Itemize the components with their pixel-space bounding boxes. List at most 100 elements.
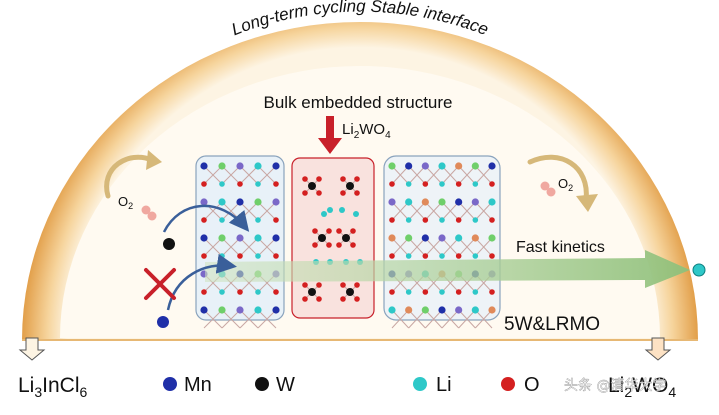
lattice-atom-76 (218, 306, 226, 314)
lattice-atom-135 (472, 217, 479, 223)
lattice-atom-138 (388, 234, 396, 242)
lattice-bond-81 (239, 309, 259, 329)
lattice-atom-234 (318, 234, 326, 242)
lattice-bond-146 (424, 237, 443, 257)
migration-path-2 (166, 253, 237, 311)
lattice-atom-236 (336, 228, 342, 234)
lattice-atom-10 (254, 162, 262, 170)
lattice-bond-29 (257, 201, 277, 221)
lattice-atom-127 (471, 198, 479, 206)
lattice-atom-124 (455, 198, 463, 206)
legend-marker-mn (163, 377, 177, 391)
lattice-atom-53 (273, 253, 279, 259)
lattice-atom-95 (438, 162, 446, 170)
lattice-atom-240 (336, 242, 342, 248)
lattice-atom-131 (405, 217, 412, 223)
lattice-atom-263 (339, 207, 345, 213)
lattice-atom-262 (327, 207, 333, 213)
lattice-atom-158 (422, 253, 429, 259)
lattice-atom-231 (312, 242, 318, 248)
lattice-atom-105 (405, 181, 412, 187)
lattice-atom-67 (201, 289, 207, 295)
lattice-bond-126 (458, 201, 476, 221)
lattice-atom-130 (389, 217, 395, 223)
lattice-bond-100 (458, 165, 476, 185)
lattice-atom-147 (438, 234, 446, 242)
lattice-bond-117 (408, 201, 426, 221)
lattice-atom-252 (308, 288, 316, 296)
lattice-bond-206 (474, 309, 493, 329)
lattice-bond-123 (441, 201, 460, 221)
lattice-atom-136 (489, 217, 495, 223)
dopant-formula: Li2WO4 (342, 121, 391, 141)
lattice-atom-108 (455, 181, 462, 187)
lattice-atom-202 (455, 306, 463, 314)
lattice-atom-34 (255, 217, 261, 223)
left-phase-formula: Li3InCl6 (18, 374, 88, 400)
lattice-atom-185 (439, 289, 445, 295)
lattice-atom-35 (273, 217, 279, 223)
lattice-atom-218 (340, 176, 346, 182)
lattice-atom-247 (316, 282, 322, 288)
lattice-bond-204 (458, 309, 476, 329)
lattice-atom-249 (302, 296, 308, 302)
down-arrow-left (18, 337, 46, 361)
lattice-atom-156 (389, 253, 395, 259)
lattice-atom-260 (354, 296, 360, 302)
lattice-atom-107 (439, 181, 445, 187)
lattice-atom-251 (316, 296, 322, 302)
legend-marker-li (413, 377, 427, 391)
lattice-atom-13 (201, 181, 207, 187)
lattice-bond-9 (239, 165, 259, 185)
lattice-atom-32 (219, 217, 225, 223)
lattice-atom-184 (422, 289, 429, 295)
lattice-atom-132 (422, 217, 429, 223)
o2-swirl-left-head (146, 150, 162, 170)
legend-label-w: W (276, 374, 295, 396)
lattice-bond-114 (391, 201, 410, 221)
migration-path-1 (162, 204, 250, 233)
o2-label-right: O2 (558, 176, 573, 193)
o2-swirl-right (527, 154, 589, 203)
lattice-atom-84 (272, 306, 280, 314)
lattice-atom-12 (272, 162, 280, 170)
lattice-atom-258 (340, 296, 346, 302)
legend: Mn W Li O (163, 374, 540, 396)
lattice-atom-216 (308, 182, 316, 190)
lattice-bond-149 (441, 237, 460, 257)
watermark: 头条 @清华大学 (564, 377, 666, 394)
lattice-atom-98 (455, 162, 463, 170)
lattice-atom-162 (489, 253, 495, 259)
crystal-atoms (200, 162, 496, 329)
lattice-atom-121 (438, 198, 446, 206)
lattice-bond-6 (221, 165, 241, 185)
lattice-atom-89 (405, 162, 413, 170)
lattice-atom-109 (472, 181, 479, 187)
legend-label-mn: Mn (184, 374, 212, 396)
lattice-bond-198 (424, 309, 443, 329)
lattice-atom-25 (236, 198, 244, 206)
lattice-atom-159 (439, 253, 445, 259)
o2-molecule-right-a (540, 181, 550, 191)
lattice-atom-101 (471, 162, 479, 170)
lattice-atom-243 (342, 234, 350, 242)
lattice-atom-183 (405, 289, 412, 295)
lattice-atom-69 (237, 289, 243, 295)
lattice-atom-52 (255, 253, 261, 259)
bulk-label: Bulk embedded structure (264, 93, 453, 112)
lattice-atom-269 (353, 211, 359, 217)
blocked-cross (144, 268, 176, 300)
li-ion-exit (692, 263, 706, 277)
lattice-atom-222 (340, 190, 346, 196)
lattice-bond-11 (257, 165, 277, 185)
lattice-bond-94 (424, 165, 443, 185)
lattice-bond-45 (239, 237, 259, 257)
lattice-atom-199 (438, 306, 446, 314)
o2-label-left: O2 (118, 194, 133, 211)
lattice-atom-256 (354, 282, 360, 288)
lattice-atom-224 (354, 190, 360, 196)
dopant-arrow (318, 116, 342, 154)
lattice-atom-31 (201, 217, 207, 223)
lattice-bond-195 (408, 309, 426, 329)
